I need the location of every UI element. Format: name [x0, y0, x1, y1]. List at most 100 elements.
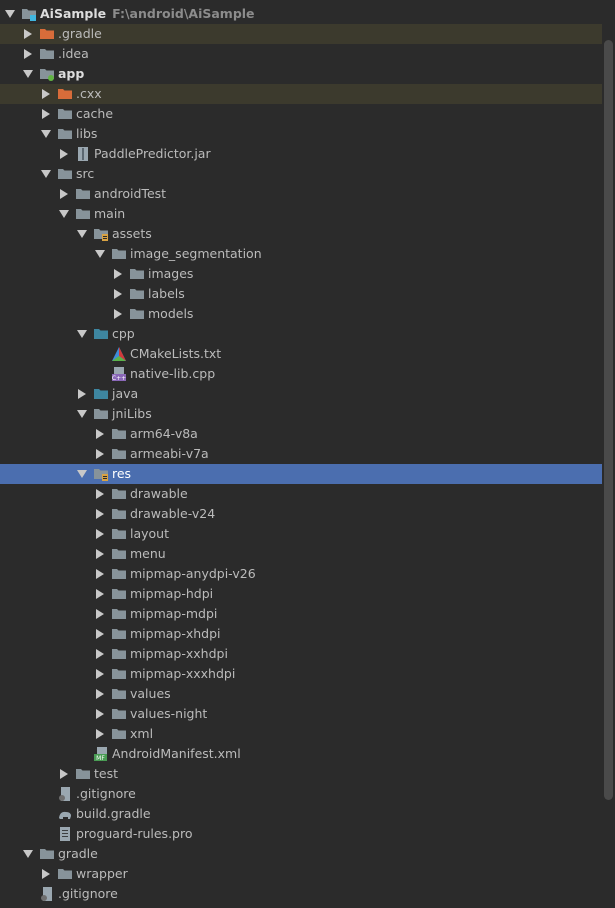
- tree-node-gradle[interactable]: .gradle: [0, 24, 602, 44]
- chevron-right-icon[interactable]: [58, 764, 70, 784]
- tree-node-native-lib-cpp[interactable]: C++native-lib.cpp: [0, 364, 602, 384]
- tree-node-values[interactable]: values: [0, 684, 602, 704]
- chevron-right-icon[interactable]: [94, 444, 106, 464]
- tree-node-labels[interactable]: labels: [0, 284, 602, 304]
- chevron-down-icon[interactable]: [58, 204, 70, 224]
- tree-node-mipmap-xxxhdpi[interactable]: mipmap-xxxhdpi: [0, 664, 602, 684]
- tree-node-armeabi-v7a[interactable]: armeabi-v7a: [0, 444, 602, 464]
- tree-node-image-segmentation[interactable]: image_segmentation: [0, 244, 602, 264]
- tree-node-assets[interactable]: assets: [0, 224, 602, 244]
- folder-icon: [57, 126, 73, 142]
- vertical-scrollbar[interactable]: [604, 40, 613, 800]
- tree-node-mipmap-mdpi[interactable]: mipmap-mdpi: [0, 604, 602, 624]
- node-name: src: [76, 166, 95, 181]
- tree-node-cache[interactable]: cache: [0, 104, 602, 124]
- tree-node-label: build.gradle: [76, 804, 151, 824]
- chevron-down-icon[interactable]: [4, 4, 16, 24]
- chevron-right-icon[interactable]: [94, 724, 106, 744]
- folder-icon: [111, 506, 127, 522]
- tree-node-cpp[interactable]: cpp: [0, 324, 602, 344]
- chevron-right-icon[interactable]: [112, 284, 124, 304]
- tree-node-gradle[interactable]: gradle: [0, 844, 602, 864]
- chevron-down-icon[interactable]: [40, 124, 52, 144]
- tree-node-xml[interactable]: xml: [0, 724, 602, 744]
- tree-node-cmakelists-txt[interactable]: CMakeLists.txt: [0, 344, 602, 364]
- chevron-down-icon[interactable]: [40, 164, 52, 184]
- tree-node-label: assets: [112, 224, 152, 244]
- chevron-right-icon[interactable]: [40, 104, 52, 124]
- tree-node-label: app: [58, 64, 84, 84]
- tree-node-images[interactable]: images: [0, 264, 602, 284]
- tree-node-main[interactable]: main: [0, 204, 602, 224]
- chevron-down-icon[interactable]: [22, 844, 34, 864]
- tree-node-layout[interactable]: layout: [0, 524, 602, 544]
- chevron-down-icon[interactable]: [76, 404, 88, 424]
- chevron-right-icon[interactable]: [40, 84, 52, 104]
- tree-node-res[interactable]: res: [0, 464, 602, 484]
- tree-node-label: models: [148, 304, 193, 324]
- tree-node-values-night[interactable]: values-night: [0, 704, 602, 724]
- chevron-down-icon[interactable]: [22, 64, 34, 84]
- tree-node-menu[interactable]: menu: [0, 544, 602, 564]
- tree-node-app[interactable]: app: [0, 64, 602, 84]
- tree-node-mipmap-xxhdpi[interactable]: mipmap-xxhdpi: [0, 644, 602, 664]
- tree-node-mipmap-anydpi-v26[interactable]: mipmap-anydpi-v26: [0, 564, 602, 584]
- chevron-right-icon[interactable]: [94, 524, 106, 544]
- chevron-right-icon[interactable]: [58, 144, 70, 164]
- tree-node-proguard-rules-pro[interactable]: proguard-rules.pro: [0, 824, 602, 844]
- node-name: build.gradle: [76, 806, 151, 821]
- tree-node-models[interactable]: models: [0, 304, 602, 324]
- chevron-right-icon[interactable]: [22, 44, 34, 64]
- node-name: arm64-v8a: [130, 426, 198, 441]
- tree-node-gitignore[interactable]: .gitignore: [0, 784, 602, 804]
- tree-node-paddlepredictor-jar[interactable]: PaddlePredictor.jar: [0, 144, 602, 164]
- chevron-right-icon[interactable]: [94, 484, 106, 504]
- tree-node-idea[interactable]: .idea: [0, 44, 602, 64]
- tree-node-build-gradle[interactable]: build.gradle: [0, 804, 602, 824]
- chevron-right-icon[interactable]: [94, 564, 106, 584]
- chevron-right-icon[interactable]: [76, 384, 88, 404]
- chevron-right-icon[interactable]: [40, 864, 52, 884]
- tree-node-cxx[interactable]: .cxx: [0, 84, 602, 104]
- tree-node-test[interactable]: test: [0, 764, 602, 784]
- tree-node-mipmap-hdpi[interactable]: mipmap-hdpi: [0, 584, 602, 604]
- chevron-right-icon[interactable]: [22, 24, 34, 44]
- tree-node-mipmap-xhdpi[interactable]: mipmap-xhdpi: [0, 624, 602, 644]
- chevron-right-icon[interactable]: [94, 664, 106, 684]
- chevron-right-icon[interactable]: [94, 684, 106, 704]
- chevron-right-icon[interactable]: [94, 704, 106, 724]
- tree-node-arm64-v8a[interactable]: arm64-v8a: [0, 424, 602, 444]
- chevron-right-icon[interactable]: [58, 184, 70, 204]
- chevron-down-icon[interactable]: [94, 244, 106, 264]
- tree-node-gitignore[interactable]: .gitignore: [0, 884, 602, 904]
- chevron-down-icon[interactable]: [76, 324, 88, 344]
- chevron-right-icon[interactable]: [112, 264, 124, 284]
- chevron-right-icon[interactable]: [94, 424, 106, 444]
- folder-icon: [111, 246, 127, 262]
- folder-icon: [111, 486, 127, 502]
- chevron-right-icon[interactable]: [94, 644, 106, 664]
- node-name: mipmap-mdpi: [130, 606, 218, 621]
- chevron-right-icon[interactable]: [112, 304, 124, 324]
- tree-node-wrapper[interactable]: wrapper: [0, 864, 602, 884]
- tree-node-jnilibs[interactable]: jniLibs: [0, 404, 602, 424]
- chevron-right-icon[interactable]: [94, 624, 106, 644]
- chevron-right-icon[interactable]: [94, 504, 106, 524]
- tree-node-java[interactable]: java: [0, 384, 602, 404]
- chevron-right-icon[interactable]: [94, 584, 106, 604]
- tree-node-androidtest[interactable]: androidTest: [0, 184, 602, 204]
- tree-node-src[interactable]: src: [0, 164, 602, 184]
- chevron-right-icon[interactable]: [94, 604, 106, 624]
- chevron-down-icon[interactable]: [76, 224, 88, 244]
- chevron-right-icon[interactable]: [94, 544, 106, 564]
- node-name: libs: [76, 126, 98, 141]
- tree-node-libs[interactable]: libs: [0, 124, 602, 144]
- tree-node-drawable[interactable]: drawable: [0, 484, 602, 504]
- tree-node-label: images: [148, 264, 193, 284]
- tree-node-label: .gitignore: [76, 784, 136, 804]
- tree-node-drawable-v24[interactable]: drawable-v24: [0, 504, 602, 524]
- chevron-down-icon[interactable]: [76, 464, 88, 484]
- node-name: .gitignore: [76, 786, 136, 801]
